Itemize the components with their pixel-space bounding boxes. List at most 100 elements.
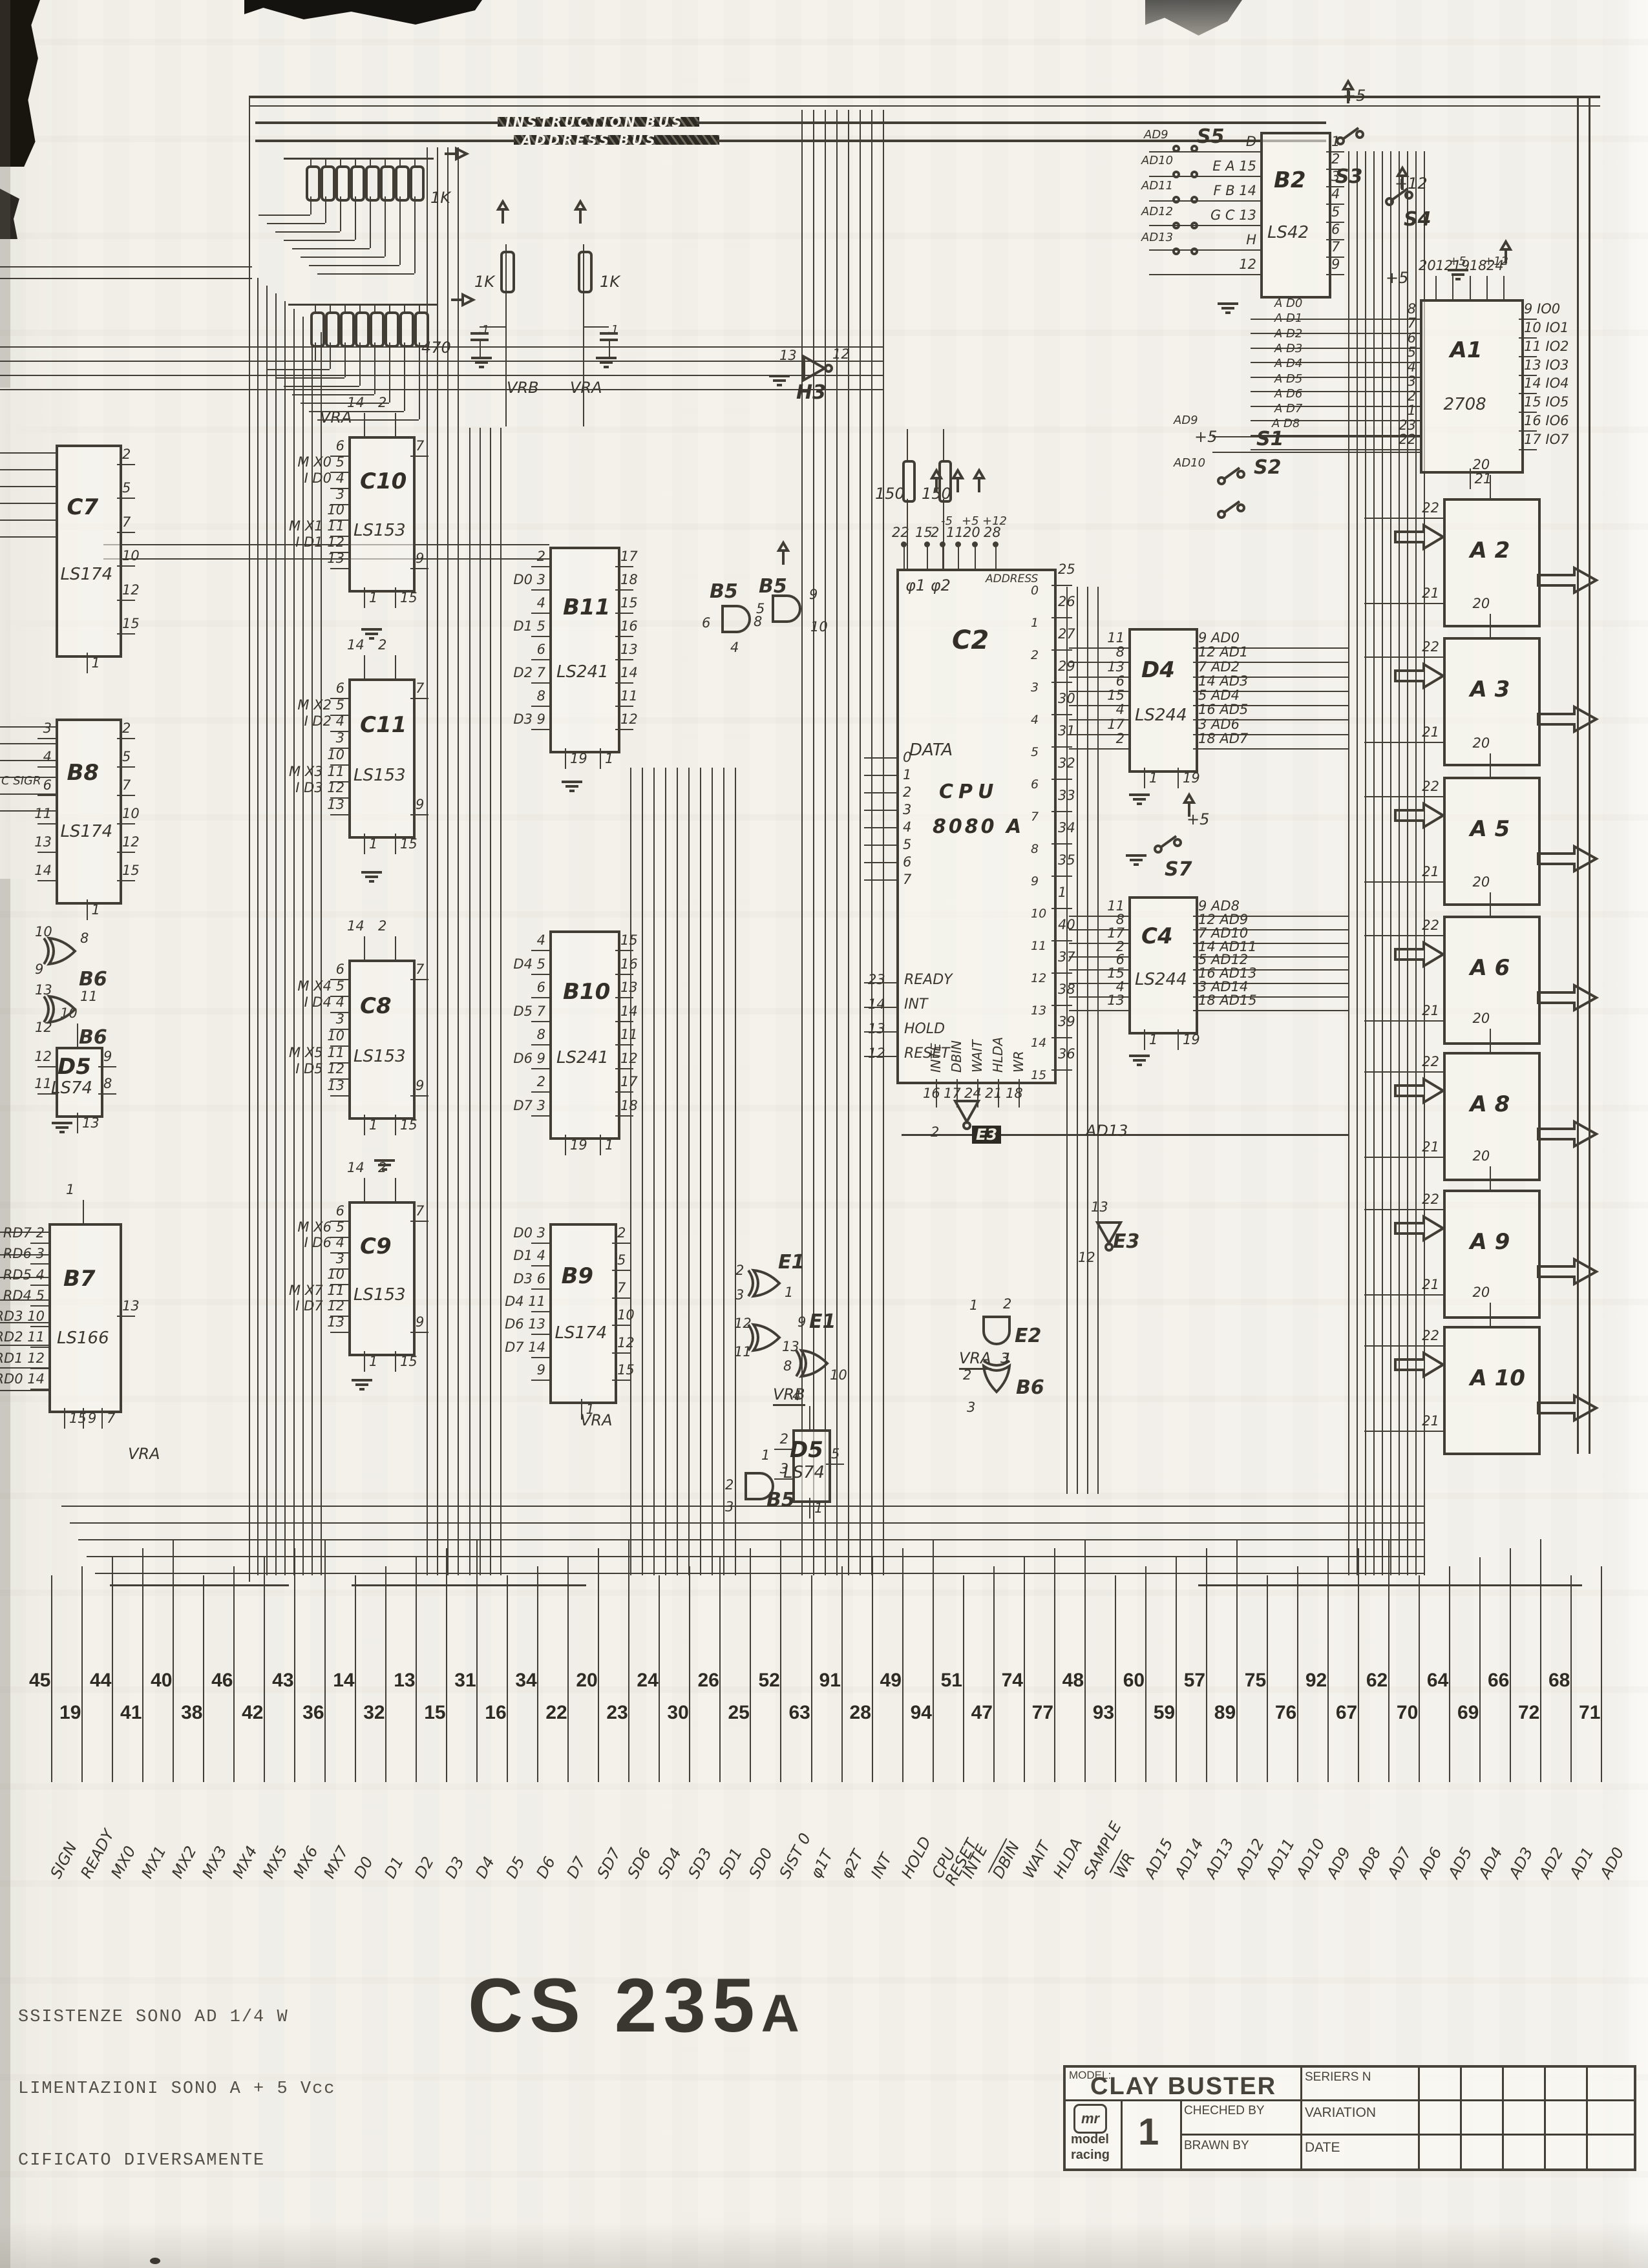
cpu-right-pin: 38	[1058, 982, 1075, 997]
pin-label: 9 AD0	[1198, 630, 1240, 646]
wire-h	[259, 361, 315, 362]
wire-v	[395, 1351, 396, 1372]
wire-h	[1149, 274, 1260, 275]
connector-signal-label: D1	[381, 1853, 408, 1882]
wire-h	[1251, 449, 1420, 450]
cpu-top-pin: 15	[915, 525, 933, 540]
connector-signal-label: SD1	[715, 1845, 746, 1882]
pin-label: 20	[1472, 596, 1490, 611]
gate-pin: 3	[735, 1287, 745, 1303]
chip-sub-label: LS174	[60, 821, 113, 841]
instruction-bus-bar: INSTRUCTION BUS	[498, 114, 699, 130]
connector-number: 32	[363, 1702, 385, 1723]
chip-B8	[56, 719, 122, 905]
wire-h	[37, 1093, 56, 1095]
gate-E3a	[953, 1100, 981, 1130]
chip-D4	[1128, 628, 1198, 773]
cpu-bottom-label: HLDA	[990, 1036, 1006, 1073]
pin-label: 11	[1107, 630, 1125, 646]
pin-label: 3	[335, 1011, 344, 1027]
wire-h	[826, 1464, 844, 1465]
wire-h	[1149, 225, 1260, 226]
pin-label: 11	[34, 1076, 52, 1091]
wire-h	[531, 1311, 549, 1312]
pin-label: 15	[1107, 965, 1125, 982]
wire-v	[385, 158, 386, 165]
wire-h	[1069, 719, 1128, 721]
pin-label: 9	[416, 797, 425, 812]
connector-signal-label: HOLD	[897, 1833, 935, 1882]
wire-h	[317, 273, 414, 275]
connector-number: 26	[697, 1670, 719, 1691]
connector-signal-label: AD6	[1414, 1844, 1446, 1882]
pin-label: 19	[1183, 770, 1200, 786]
gate-pin: 1	[969, 1297, 978, 1313]
wire-v	[665, 768, 666, 1575]
pad	[1190, 247, 1198, 255]
wire-h	[0, 1232, 50, 1233]
wire-h	[612, 1325, 630, 1327]
wire-v	[399, 196, 401, 265]
notes-block: SSISTENZE SONO AD 1/4 W LIMENTAZIONI SON…	[18, 1958, 335, 2221]
pad	[1172, 196, 1180, 204]
pin-label: D6 13	[505, 1316, 545, 1332]
cpu-right-pin: 34	[1058, 820, 1075, 835]
pin-label: 2	[378, 637, 387, 653]
connector-signal-label: MX5	[259, 1843, 291, 1882]
wire-h	[1519, 393, 1537, 395]
wire-v	[395, 1178, 396, 1201]
label--5: +5	[1194, 428, 1218, 446]
pin-label: 6	[43, 777, 52, 793]
chip-C7	[56, 445, 122, 658]
wire-h	[1051, 682, 1072, 683]
wire-v	[395, 655, 396, 678]
cpu-addr-index: 12	[1031, 971, 1047, 985]
pad	[1172, 222, 1180, 229]
wire-h	[117, 738, 135, 739]
wire-v	[1114, 1575, 1116, 1782]
pin-label: 9 IO0	[1524, 301, 1561, 317]
pin-label: 11	[1107, 898, 1125, 914]
wire-h	[0, 1254, 50, 1255]
wire-h	[70, 1522, 1424, 1524]
wire-h	[600, 332, 618, 335]
wire-h	[1193, 748, 1348, 750]
connector-signal-label: AD10	[1293, 1835, 1329, 1882]
chip-label: B9	[561, 1263, 594, 1289]
pin-label: 2	[617, 1225, 626, 1241]
wire-h	[30, 1347, 48, 1349]
chip-sub-label: LS42	[1267, 223, 1309, 242]
wire-v	[64, 1408, 65, 1429]
wire-v	[1489, 753, 1491, 777]
note-line: LIMENTAZIONI SONO A + 5 Vcc	[18, 2079, 336, 2099]
pin-label: M X3 11	[289, 763, 344, 779]
wire-h	[1364, 1209, 1443, 1210]
wire-h	[78, 1539, 1424, 1540]
wire-v	[1399, 151, 1400, 1575]
pin-label: 15	[122, 863, 140, 878]
wire-v	[712, 768, 713, 1575]
label-1k: 1K	[430, 189, 451, 207]
gate-pin: 11	[734, 1344, 752, 1360]
wire-v	[1539, 1539, 1541, 1782]
wire-v	[312, 324, 313, 1575]
wire-h	[531, 1067, 549, 1069]
chip-label: B10	[563, 978, 611, 1005]
label-ad13: AD13	[1086, 1122, 1128, 1140]
pin-label: D	[1245, 134, 1256, 149]
pin-label: RD0 14	[0, 1371, 45, 1387]
pin-label: 18 AD7	[1198, 731, 1249, 746]
pin-label: M X6 5	[297, 1219, 344, 1235]
ground-symbol	[1126, 854, 1146, 866]
wire-v	[1448, 1566, 1450, 1782]
pin-label: 3 AD6	[1198, 716, 1240, 732]
pin-label: 2	[122, 446, 131, 462]
wire-h	[0, 1299, 50, 1301]
chip-sub-label: LS166	[57, 1328, 109, 1349]
address-bus-bar: ADDRESS BUS	[514, 132, 719, 148]
label-vra: VRA	[570, 379, 602, 397]
wire-h	[330, 995, 348, 997]
chip-label: C11	[360, 712, 407, 738]
wire-v	[294, 1548, 296, 1782]
cpu-ctl-pin: 12	[868, 1045, 885, 1061]
